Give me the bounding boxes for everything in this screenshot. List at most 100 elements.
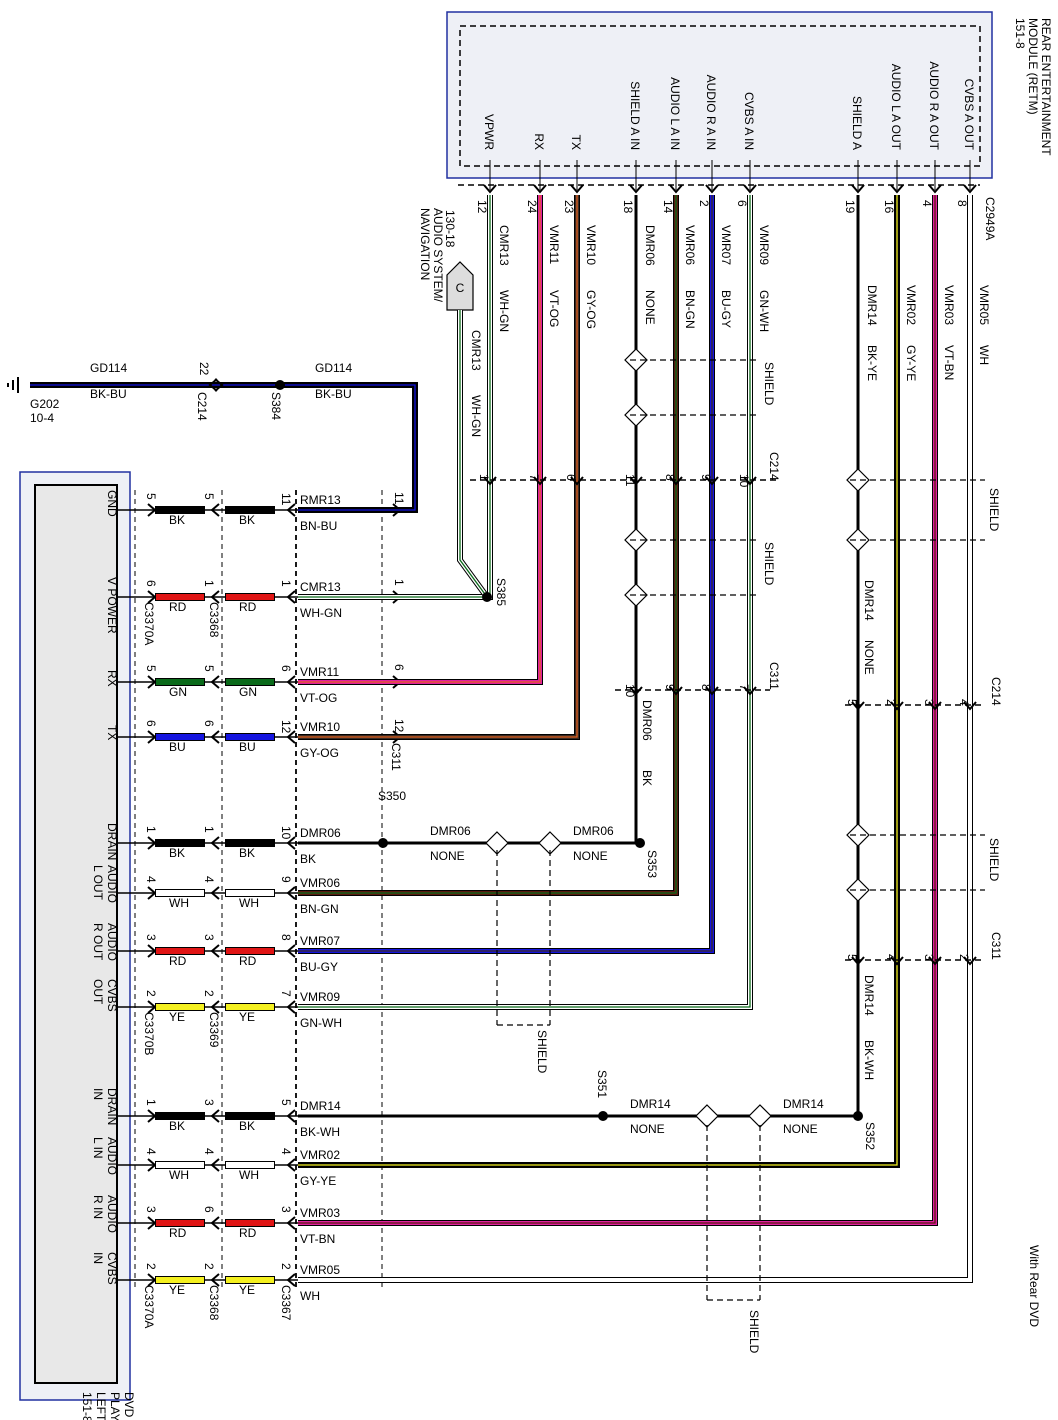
connector-arrow-icon	[210, 590, 220, 604]
retm-pin-number: 8	[955, 200, 969, 207]
pin-number: 3	[202, 1099, 216, 1106]
connector-arrow-icon	[210, 886, 220, 900]
wire-color-label: BK	[169, 1119, 185, 1133]
retm-pin-number: 14	[661, 200, 675, 214]
wire-route-vmr09	[298, 195, 753, 1010]
circuit-color-label: VT-BN	[300, 1232, 335, 1246]
shield-label: SHIELD	[987, 838, 1001, 882]
drain-label: DMR14	[862, 975, 876, 1016]
retm-name: REAR ENTERTAINMENT	[1039, 18, 1053, 156]
retm-circuit-color: VT-BN	[942, 345, 956, 380]
connector-label: C3369	[207, 1012, 221, 1048]
splice-label: S351	[595, 1070, 609, 1098]
pin-number: 3	[144, 1206, 158, 1213]
shield-label: SHIELD	[535, 1030, 549, 1074]
connector-arrow-icon	[629, 184, 643, 194]
retm-circuit: VMR09	[757, 225, 771, 265]
wire-route-vmr02-stripe	[298, 195, 898, 1166]
dvd-pin-label: AUDIO	[105, 1137, 119, 1175]
wire-color-label: WH	[169, 1168, 189, 1182]
ground-color: BK-BU	[90, 387, 127, 401]
pin-number: 4	[202, 1148, 216, 1155]
dvd-pin-label: GND	[105, 490, 119, 517]
dvd-pin-label: L OUT	[91, 865, 105, 901]
inline-connector-label: C214	[767, 452, 781, 481]
shield-diamond-icon	[748, 1104, 772, 1128]
shield-label: SHIELD	[747, 1310, 761, 1354]
wire-color-label: WH	[239, 896, 259, 910]
retm-circuit-color: WH	[977, 345, 991, 365]
inline-pin-number: 9	[699, 474, 713, 481]
connector-arrow-icon	[669, 184, 683, 194]
retm-circuit: DMR06	[643, 225, 657, 266]
pin-number: 4	[144, 1148, 158, 1155]
circuit-label: VMR07	[300, 934, 340, 948]
drain-label: DMR06	[430, 824, 471, 838]
retm-pin-label: CVBS A OUT	[962, 79, 976, 151]
inline-connector-label: C214	[989, 677, 1003, 706]
connector-arrow-icon	[210, 1273, 220, 1287]
retm-pin-number: 23	[562, 200, 576, 214]
drain-label: NONE	[862, 640, 876, 675]
circuit-color-label: BN-GN	[300, 902, 339, 916]
connector-arrow-icon	[533, 476, 547, 486]
wire-route-vmr11-stripe	[298, 195, 541, 683]
circuit-label: DMR14	[300, 1099, 341, 1113]
connector-arrow-icon	[669, 476, 683, 486]
inline-pin-number: 5	[845, 954, 859, 961]
inline-pin-number: 10	[623, 684, 637, 698]
pin-number: 4	[144, 876, 158, 883]
pin-number: 5	[279, 1099, 293, 1106]
connector-arrow-icon	[928, 701, 942, 711]
retm-circuit-color: WH-GN	[497, 290, 511, 332]
retm-pin-number: 16	[882, 200, 896, 214]
shield-diamond-icon	[846, 528, 870, 552]
inline-pin-number: 11	[623, 474, 637, 487]
retm-circuit: DMR14	[865, 285, 879, 326]
retm-circuit-color: BK-YE	[865, 345, 879, 381]
splice-s353	[635, 838, 645, 848]
connector-arrow-icon	[851, 701, 865, 711]
retm-pin-label: SHIELD A IN	[628, 81, 642, 150]
circuit-color-label: BN-BU	[300, 519, 337, 533]
wire-color-label: BU	[239, 740, 256, 754]
pin-number: 3	[279, 1206, 293, 1213]
wire-color-label: GN	[169, 685, 187, 699]
inline-pin-number: 3	[922, 954, 936, 961]
connector-arrow-icon	[743, 686, 757, 696]
wire-color-label: BK	[239, 846, 255, 860]
inline-pin-number: 3	[922, 699, 936, 706]
dvd-player-name: 151-8	[80, 1392, 94, 1420]
inline-pin-number: 5	[845, 699, 859, 706]
dvd-pin-label: R OUT	[91, 923, 105, 961]
connector-arrow-icon	[286, 503, 296, 517]
connector-arrow-icon	[286, 1273, 296, 1287]
connector-arrow-icon	[286, 1000, 296, 1014]
pin-number: 3	[144, 934, 158, 941]
shield-label: SHIELD	[762, 542, 776, 586]
drain-label: NONE	[783, 1122, 818, 1136]
audio-nav-ref: 130-18	[443, 210, 457, 248]
dvd-pin-label: R IN	[91, 1195, 105, 1219]
circuit-label: RMR13	[300, 493, 341, 507]
far-pin-number: 6	[392, 664, 406, 671]
dvd-pin-label: IN	[91, 1088, 105, 1100]
connector-arrow-icon	[286, 590, 296, 604]
dvd-pin-label: OUT	[91, 979, 105, 1005]
connector-arrow-icon	[928, 956, 942, 966]
circuit-color-label: BK	[300, 852, 316, 866]
connector-arrow-icon	[963, 701, 977, 711]
retm-pin-label: VPWR	[482, 114, 496, 150]
circuit-color-label: BU-GY	[300, 960, 338, 974]
far-pin-number: 12	[392, 719, 406, 733]
retm-circuit-color: GN-WH	[757, 290, 771, 332]
connector-arrow-icon	[743, 476, 757, 486]
pin-number: 12	[279, 720, 293, 734]
audio-nav-connector-label: C	[456, 281, 465, 295]
inline-connector-label: C311	[767, 662, 781, 690]
wire-color-label: RD	[169, 1226, 187, 1240]
pin-number: 2	[144, 990, 158, 997]
inline-connector-label: C311	[989, 932, 1003, 960]
retm-pin-label: AUDIO R A OUT	[927, 61, 941, 150]
